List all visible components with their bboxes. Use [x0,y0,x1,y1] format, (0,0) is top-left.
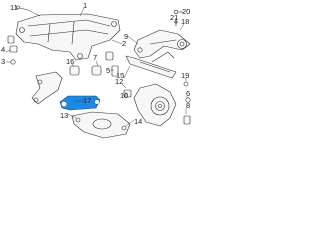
callout-19: 19 [181,71,189,80]
lower-spring-arm [71,111,131,139]
callout-21: 21 [170,13,178,22]
callout-5: 5 [106,66,110,75]
parts-diagram-svg: 11 1 4 3 2 7 16 5 12 15 10 20 21 18 19 6… [1,1,191,139]
callout-17: 17 [83,96,91,105]
callout-20: 20 [182,7,190,16]
crossmember [15,13,121,61]
lateral-link-right [125,51,177,79]
leader-lines [5,7,189,127]
upper-arm-right [133,29,191,59]
knuckle-hub [133,83,177,127]
callout-18: 18 [181,17,189,26]
callout-9: 9 [124,32,128,41]
bolt-upper-left [16,5,29,11]
callout-2: 2 [122,39,126,48]
callout-12: 12 [115,77,123,86]
bushing-center [69,51,119,77]
lower-control-arm-highlighted [59,95,101,111]
callout-16: 16 [66,57,74,66]
callout-4: 4 [1,45,5,54]
callout-1: 1 [83,1,87,10]
parts-diagram: 11 1 4 3 2 7 16 5 12 15 10 20 21 18 19 6… [0,0,200,147]
callout-labels: 11 1 4 3 2 7 16 5 12 15 10 20 21 18 19 6… [1,1,190,126]
trailing-arm [31,71,63,105]
small-parts-right [123,81,191,125]
callout-8: 8 [186,101,190,110]
callout-13: 13 [60,111,68,120]
callout-3: 3 [1,57,5,66]
callout-7: 7 [93,53,97,62]
callout-10: 10 [120,91,128,100]
callout-15: 15 [116,71,124,80]
callout-14: 14 [134,117,142,126]
callout-11: 11 [10,3,18,12]
callout-6: 6 [186,89,190,98]
